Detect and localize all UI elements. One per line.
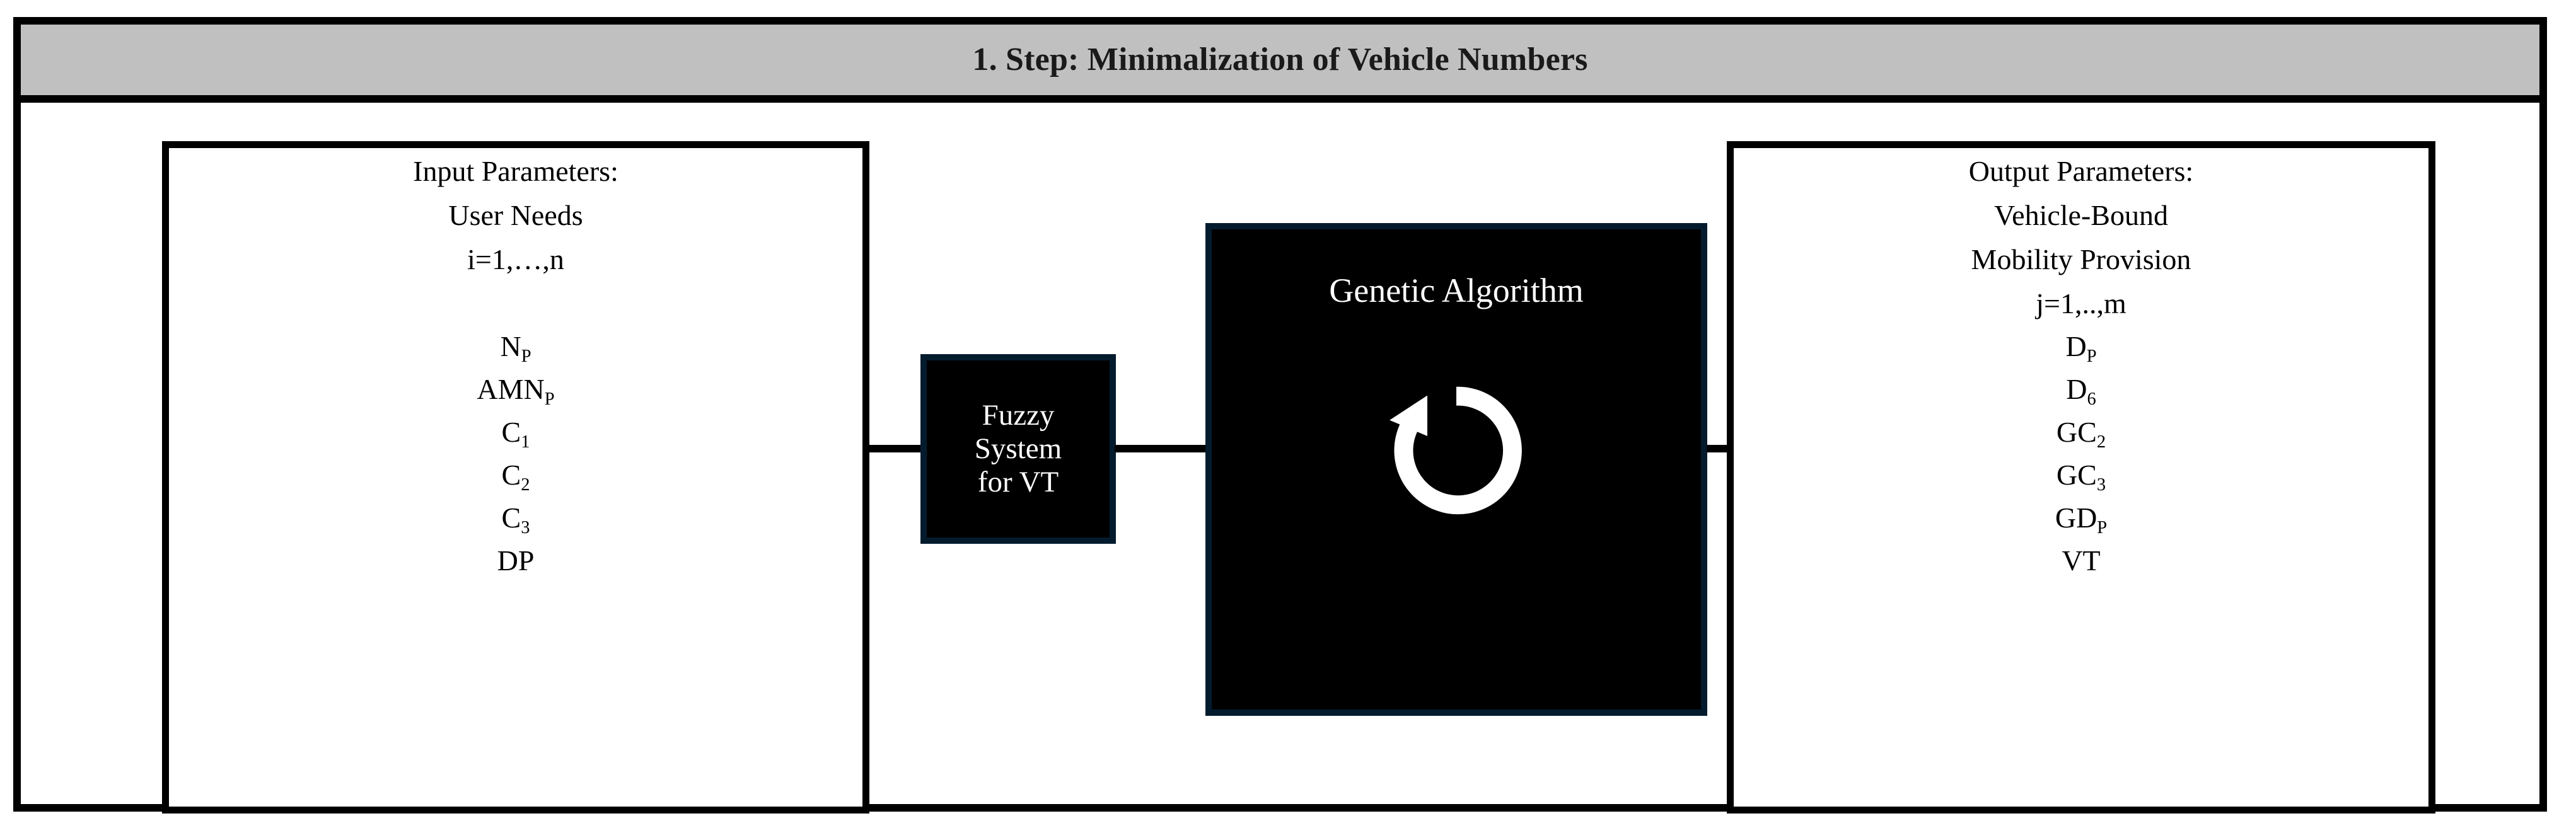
output-subheading-line1: Vehicle-Bound: [1994, 199, 2168, 231]
input-item-dp: DP: [497, 546, 535, 575]
output-parameters-heading: Output Parameters:: [1968, 155, 2194, 187]
output-parameters-box: Output Parameters: Vehicle-Bound Mobilit…: [1727, 141, 2435, 814]
genetic-algorithm-title: Genetic Algorithm: [1329, 272, 1584, 309]
input-index-label: i=1,…,n: [467, 243, 564, 275]
output-item-gc2-base: GC: [2056, 416, 2097, 448]
input-item-c1: C1: [501, 416, 530, 451]
input-item-np-base: N: [500, 330, 521, 362]
input-item-c3-sub: 3: [521, 517, 530, 538]
circular-arrow-loop-icon: [1384, 378, 1529, 523]
input-item-amnp-base: AMN: [477, 373, 545, 405]
output-item-d6: D6: [2066, 373, 2096, 408]
output-item-d6-sub: 6: [2087, 389, 2096, 409]
process-step-frame: 1. Step: Minimalization of Vehicle Numbe…: [13, 17, 2547, 814]
output-item-d6-base: D: [2066, 373, 2087, 405]
output-item-gc3: GC3: [2056, 459, 2106, 494]
input-item-amnp-sub: P: [544, 389, 555, 409]
diagram-body: Input Parameters: User Needs i=1,…,n NP …: [21, 110, 2539, 814]
input-item-np: NP: [500, 330, 531, 365]
input-item-np-sub: P: [521, 346, 531, 366]
input-item-c1-sub: 1: [521, 432, 530, 452]
output-item-dp-base: D: [2065, 330, 2087, 362]
input-parameters-heading: Input Parameters:: [413, 155, 618, 187]
input-parameters-box: Input Parameters: User Needs i=1,…,n NP …: [162, 141, 869, 814]
input-item-c2-sub: 2: [521, 474, 530, 495]
input-item-c3: C3: [501, 502, 530, 537]
output-item-gdp-base: GD: [2055, 502, 2097, 534]
input-user-needs-label: User Needs: [448, 199, 583, 231]
output-item-gdp-sub: P: [2097, 517, 2108, 538]
input-item-c2-base: C: [501, 459, 521, 491]
input-item-c3-base: C: [501, 502, 521, 534]
output-item-dp: DP: [2065, 330, 2096, 365]
output-item-gdp: GDP: [2055, 502, 2107, 537]
input-item-dp-base: DP: [497, 544, 535, 577]
fuzzy-system-line2: System: [974, 432, 1062, 465]
input-item-c2: C2: [501, 459, 530, 494]
connector-input-to-fuzzy: [869, 445, 922, 452]
output-item-gc2: GC2: [2056, 416, 2106, 451]
genetic-algorithm-box: Genetic Algorithm: [1205, 223, 1707, 716]
output-item-vt: VT: [2062, 546, 2100, 575]
output-index-label: j=1,..,m: [2036, 287, 2126, 319]
output-item-gc3-sub: 3: [2096, 474, 2106, 495]
output-subheading-line2: Mobility Provision: [1971, 243, 2191, 275]
fuzzy-system-line1: Fuzzy: [982, 398, 1055, 432]
connector-fuzzy-to-genetic-algorithm: [1115, 445, 1207, 452]
page-title: 1. Step: Minimalization of Vehicle Numbe…: [972, 42, 1588, 78]
output-item-vt-base: VT: [2062, 544, 2101, 577]
input-item-c1-base: C: [501, 416, 521, 448]
step-title-bar: 1. Step: Minimalization of Vehicle Numbe…: [21, 25, 2539, 103]
fuzzy-system-box: Fuzzy System for VT: [920, 354, 1116, 544]
input-item-amnp: AMNP: [477, 373, 554, 408]
output-item-gc3-base: GC: [2056, 459, 2097, 491]
fuzzy-system-line3: for VT: [977, 466, 1059, 499]
output-item-gc2-sub: 2: [2096, 432, 2106, 452]
output-item-dp-sub: P: [2086, 346, 2097, 366]
